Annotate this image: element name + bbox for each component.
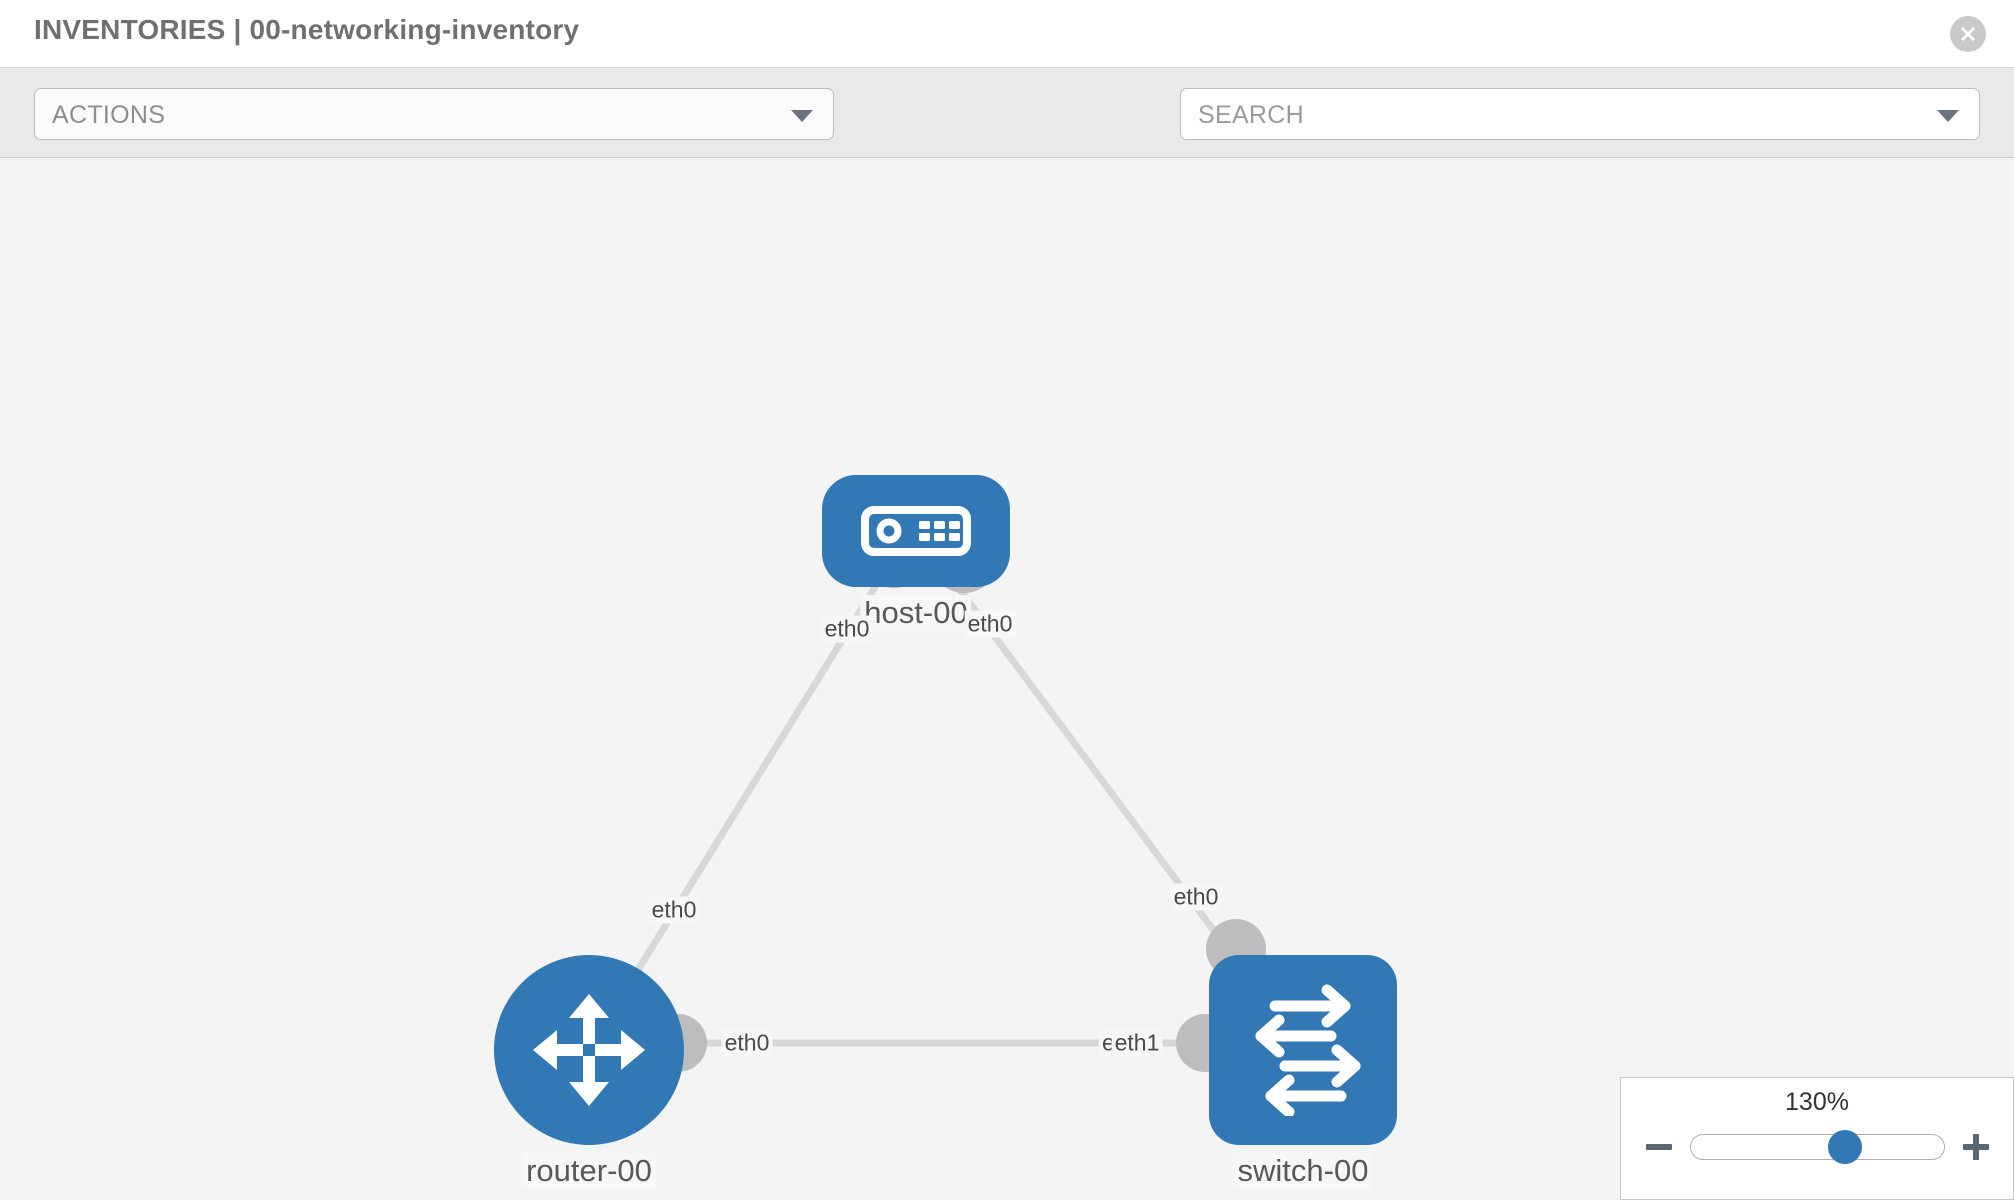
edge-label: eth0 <box>721 1029 773 1057</box>
zoom-in-button[interactable] <box>1959 1130 1993 1164</box>
chevron-down-icon[interactable] <box>1937 110 1959 122</box>
topology-canvas[interactable]: host-00 router-00 switch-00 eth0 eth0 et… <box>0 159 2014 1200</box>
edge-label: eth0 <box>821 615 873 643</box>
topology-graph <box>617 543 1266 1072</box>
server-icon <box>861 506 971 556</box>
zoom-level-value: 130% <box>1785 1088 1849 1116</box>
switch-arrows-icon <box>1255 984 1361 1116</box>
page-title: INVENTORIES | 00-networking-inventory <box>34 14 580 45</box>
node-router-00[interactable] <box>494 955 684 1145</box>
node-host-00[interactable] <box>822 475 1010 587</box>
edge-label: eth0 <box>1170 883 1222 911</box>
node-label-switch-00: switch-00 <box>1233 1153 1373 1189</box>
edge-host-router <box>617 577 883 1001</box>
node-label-host-00: host-00 <box>860 595 972 631</box>
search-input[interactable]: SEARCH <box>1180 88 1980 140</box>
zoom-slider-thumb[interactable] <box>1827 1130 1862 1164</box>
zoom-slider-row <box>1621 1130 2013 1164</box>
actions-dropdown[interactable]: ACTIONS <box>34 88 834 140</box>
zoom-out-button[interactable] <box>1642 1130 1676 1164</box>
close-icon[interactable] <box>1950 16 1986 52</box>
page-header: INVENTORIES | 00-networking-inventory <box>0 0 2014 68</box>
zoom-control-panel: 130% <box>1620 1077 2014 1200</box>
zoom-slider[interactable] <box>1689 1130 1945 1164</box>
node-label-router-00: router-00 <box>522 1153 656 1189</box>
edge-label: eth1 <box>1111 1029 1163 1057</box>
toolbar: ACTIONS SEARCH <box>0 68 2014 193</box>
chevron-down-icon <box>791 110 813 122</box>
search-placeholder: SEARCH <box>1198 101 1304 129</box>
router-arrows-icon <box>533 994 645 1106</box>
node-switch-00[interactable] <box>1209 955 1397 1145</box>
edge-label: eth0 <box>964 610 1016 638</box>
actions-dropdown-label: ACTIONS <box>52 101 166 129</box>
edge-label: eth0 <box>648 896 700 924</box>
